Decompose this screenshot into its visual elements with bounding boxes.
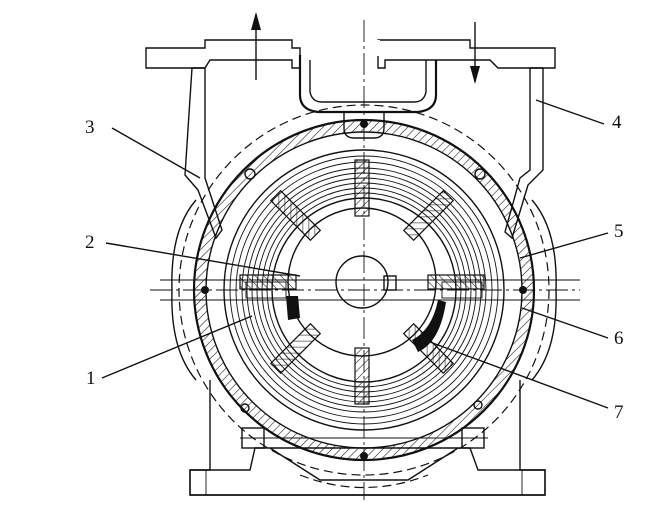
impeller-blades [239,159,485,405]
leader-7 [429,341,609,409]
label-2: 2 [85,232,95,253]
leader-3 [111,127,201,179]
bolts [201,168,527,460]
inlet-outlet-arrows [251,12,480,84]
label-4: 4 [612,112,622,133]
label-6: 6 [614,328,624,349]
label-7: 7 [614,402,624,423]
pump-casing [171,67,557,476]
suction-discharge-ports [286,296,446,352]
label-5: 5 [614,221,624,242]
top-flange [145,39,556,114]
shaft-lines [160,279,580,301]
leader-6 [521,307,609,339]
pump-base [189,380,546,496]
leader-5 [519,232,609,259]
leader-4 [535,99,605,125]
label-3: 3 [85,117,95,138]
leader-2 [105,242,301,277]
top-hub [343,112,385,139]
label-1: 1 [86,368,96,389]
leader-lines [101,99,609,409]
leader-1 [101,315,253,379]
